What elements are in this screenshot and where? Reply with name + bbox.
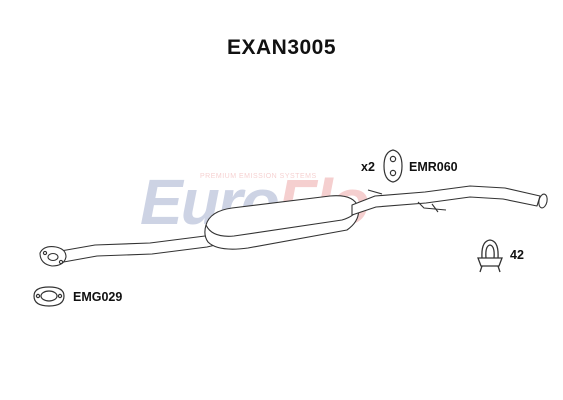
clamp-code: 42 (510, 248, 524, 262)
flange-gasket-icon (33, 286, 65, 307)
rubber-mount-icon (383, 149, 403, 183)
outlet-pipe (351, 185, 541, 216)
silencer-body (204, 195, 360, 250)
u-clamp-icon (477, 239, 503, 273)
watermark-tagline: PREMIUM EMISSION SYSTEMS (200, 173, 317, 180)
page-title: EXAN3005 (226, 36, 337, 59)
silencer-assembly (39, 185, 548, 267)
mounting-rubber-quantity: x2 (361, 160, 375, 174)
gasket-code: EMG029 (73, 290, 123, 304)
mounting-rubber-code: EMR060 (409, 160, 458, 174)
